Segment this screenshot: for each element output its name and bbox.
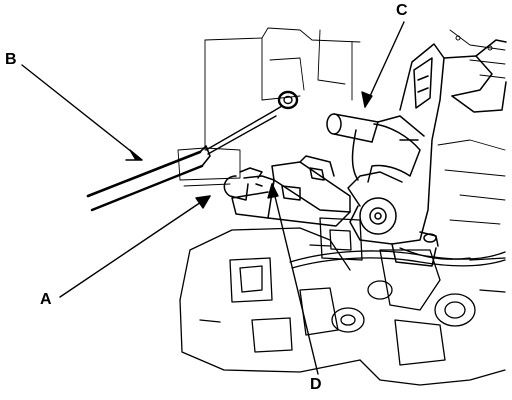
throttle-body-cylinder (326, 113, 425, 183)
arrowhead-a (195, 195, 211, 209)
arrowhead-c (361, 91, 373, 108)
leader-lines (21, 21, 405, 375)
leader-line-b (21, 64, 143, 161)
callout-label-c: C (396, 2, 408, 19)
arrowhead-b (125, 149, 143, 161)
leader-line-a (59, 195, 211, 298)
throttle-linkage-bracket (347, 39, 507, 267)
callout-label-b: B (5, 51, 17, 68)
callout-label-a: A (40, 291, 52, 308)
hoses (289, 247, 506, 269)
throttle-cable (86, 90, 299, 212)
leader-line-c (364, 21, 405, 108)
cable-bracket (223, 155, 351, 227)
callout-label-d: D (310, 376, 322, 393)
arrowhead-d (267, 183, 279, 199)
leader-line-d (271, 183, 319, 375)
engine-block-lower (179, 217, 506, 386)
